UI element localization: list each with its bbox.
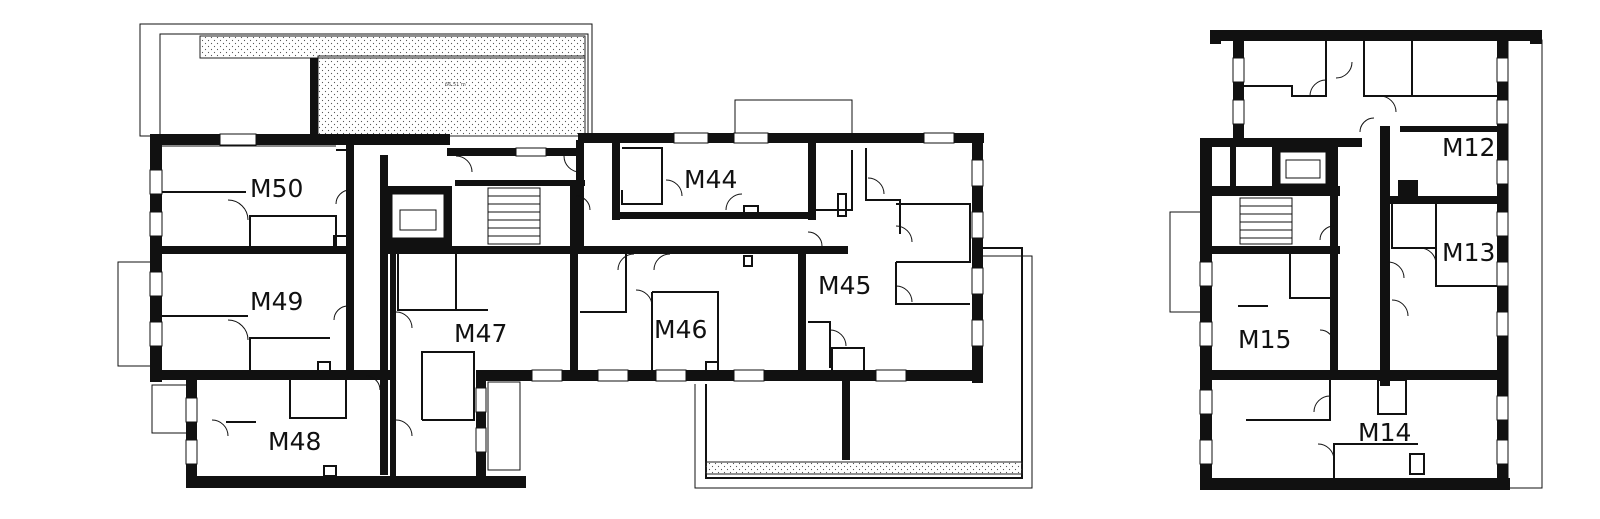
unit-label-m48: M48: [268, 427, 321, 456]
left-building: 66.51 m: [117, 23, 1033, 489]
elevator-cab-right: [1285, 159, 1321, 179]
stairs-right: [1239, 197, 1293, 245]
partitions: [156, 145, 971, 421]
terrace-area-text: 66.51 m: [445, 82, 466, 88]
windows-right: [1199, 57, 1509, 465]
unit-label-m14: M14: [1358, 418, 1411, 447]
unit-label-m50: M50: [250, 174, 303, 203]
balcony-top: [734, 99, 853, 135]
terrace-paving-strip: [199, 35, 586, 59]
balcony-east: [1507, 39, 1543, 489]
terrace-paving: [317, 55, 586, 137]
windows: [149, 132, 984, 465]
door-swings: [211, 155, 913, 437]
unit-label-m13: M13: [1442, 238, 1495, 267]
unit-label-m15: M15: [1238, 325, 1291, 354]
right-building: [1169, 30, 1543, 490]
unit-labels: M50 M49 M48 M47 M46 M45 M44 M15 M14 M13 …: [250, 133, 1495, 456]
fixtures: [226, 193, 847, 477]
elevator-car-right: [1279, 151, 1327, 185]
balcony-m49: [117, 261, 155, 367]
unit-label-m45: M45: [818, 271, 871, 300]
door-swings-right: [1309, 61, 1437, 461]
outer-walls: [150, 133, 984, 488]
unit-label-m47: M47: [454, 319, 507, 348]
stairs: [487, 187, 541, 245]
elevator-car: [391, 193, 445, 239]
balcony-m47: [487, 381, 521, 471]
unit-label-m44: M44: [684, 165, 737, 194]
balcony-right-outline: [705, 247, 1023, 479]
partitions-right: [1238, 40, 1498, 478]
balcony-right-paving: [705, 461, 1023, 475]
interior-walls-right: [1200, 126, 1508, 386]
unit-label-m46: M46: [654, 315, 707, 344]
unit-label-m12: M12: [1442, 133, 1495, 162]
unit-label-m49: M49: [250, 287, 303, 316]
terrace-wall: [310, 58, 318, 136]
elevator-cab: [399, 209, 437, 231]
interior-walls: [162, 140, 850, 476]
balcony-right-outer: [694, 255, 1033, 489]
